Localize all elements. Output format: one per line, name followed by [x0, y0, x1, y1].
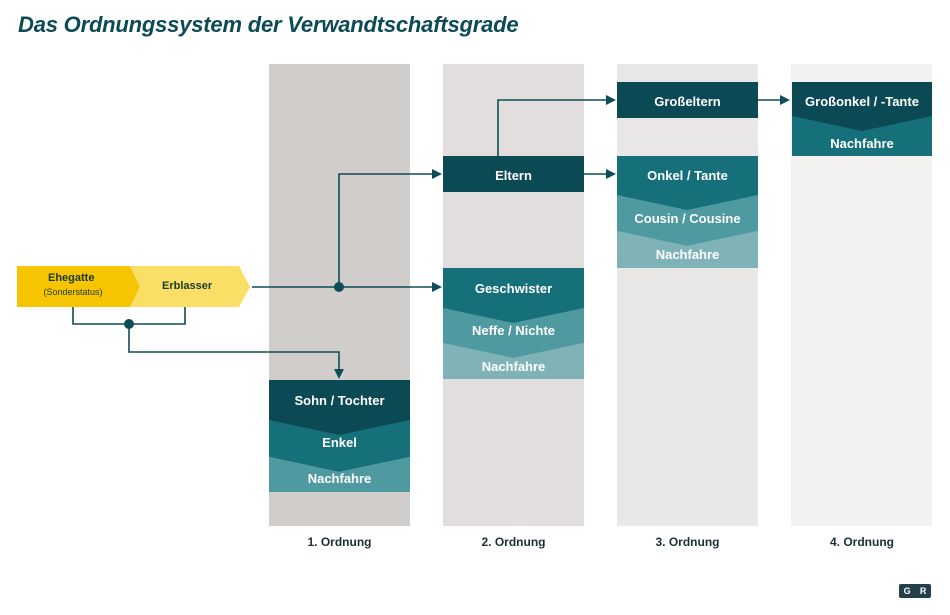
order3-bottom-box — [617, 231, 758, 268]
publisher-logo: G R — [899, 584, 931, 598]
grandchild-label: Enkel — [322, 435, 357, 450]
spouse-label: Ehegatte — [48, 272, 95, 284]
siblings-label: Geschwister — [474, 281, 553, 296]
column-order-3 — [617, 64, 758, 526]
column-label-3: 3. Ordnung — [655, 535, 720, 549]
great-uncle-label: Großonkel / -Tante — [805, 94, 919, 109]
order4-descendant-label: Nachfahre — [830, 136, 894, 151]
column-label-2: 2. Ordnung — [481, 535, 546, 549]
junction-dot-bottom — [124, 319, 134, 329]
order1-descendant-label: Nachfahre — [307, 471, 372, 486]
order2-descendant-label: Nachfahre — [481, 359, 546, 374]
child-label: Sohn / Tochter — [294, 393, 385, 408]
junction-dot-top — [334, 282, 344, 292]
parents-label: Eltern — [495, 168, 532, 183]
order3-top-box — [617, 156, 758, 210]
order2-top-box — [443, 268, 584, 323]
spouse-note: (Sonderstatus) — [43, 287, 103, 297]
page-title: Das Ordnungssystem der Verwandtschaftsgr… — [18, 12, 519, 37]
order4-top-box — [792, 82, 932, 131]
deceased-label: Erblasser — [162, 280, 213, 292]
order1-top-block — [269, 380, 410, 435]
column-label-1: 1. Ordnung — [307, 535, 372, 549]
order2-bottom-box — [443, 343, 584, 379]
grandparents-box — [617, 82, 758, 118]
uncle-aunt-label: Onkel / Tante — [647, 168, 728, 183]
logo-letter-right: R — [919, 586, 927, 596]
grandparents-label: Großeltern — [654, 94, 721, 109]
deceased-box — [130, 266, 250, 307]
order3-descendant-label: Nachfahre — [655, 247, 720, 262]
connector-lines — [72, 95, 790, 379]
parents-box — [443, 156, 584, 192]
cousin-label: Cousin / Cousine — [634, 211, 741, 226]
order1-bottom-box — [269, 457, 410, 492]
nephew-niece-label: Neffe / Nichte — [471, 323, 556, 338]
logo-letter-left: G — [903, 586, 911, 596]
column-label-4: 4. Ordnung — [830, 535, 894, 549]
spouse-box — [17, 266, 140, 307]
